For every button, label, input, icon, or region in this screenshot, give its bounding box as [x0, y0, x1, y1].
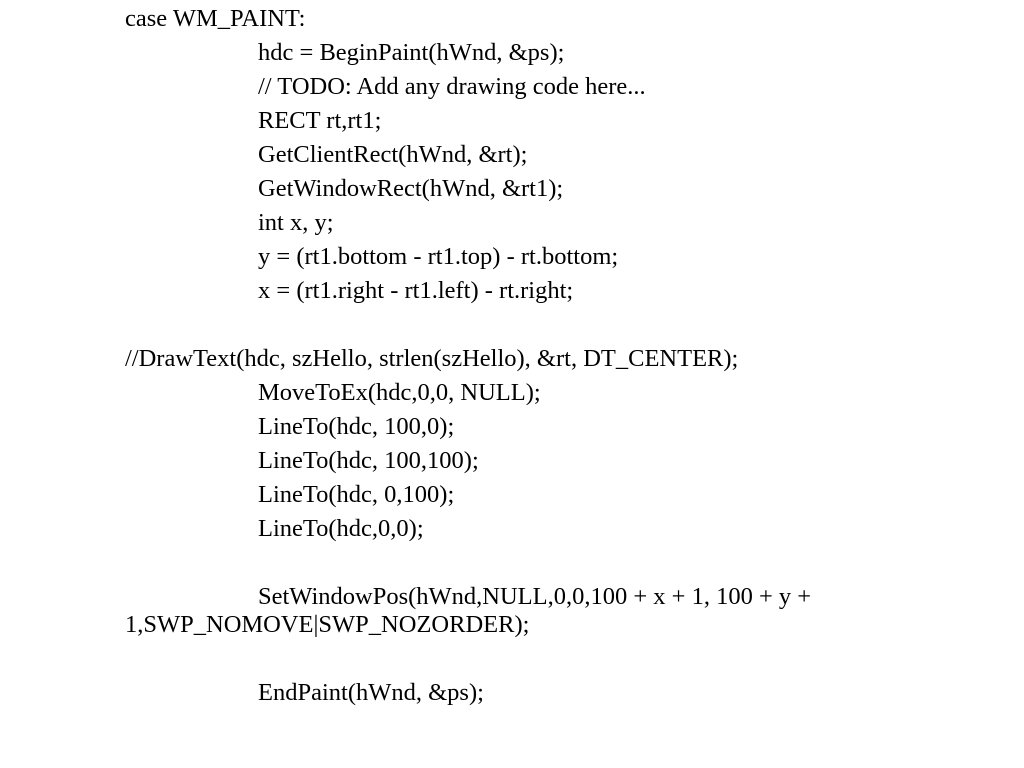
code-line-lineto-2: LineTo(hdc, 100,100);: [258, 447, 479, 474]
code-line-rect-decl: RECT rt,rt1;: [258, 107, 382, 134]
code-line-y-assign: y = (rt1.bottom - rt1.top) - rt.bottom;: [258, 243, 619, 270]
code-line-getwindowrect: GetWindowRect(hWnd, &rt1);: [258, 175, 564, 202]
code-line-int-decl: int x, y;: [258, 209, 334, 236]
code-line-lineto-1: LineTo(hdc, 100,0);: [258, 413, 455, 440]
code-line-endpaint: EndPaint(hWnd, &ps);: [258, 679, 484, 706]
code-line-todo-comment: // TODO: Add any drawing code here...: [258, 73, 646, 100]
code-line-x-assign: x = (rt1.right - rt1.left) - rt.right;: [258, 277, 574, 304]
code-line-setwindowpos-cont: 1,SWP_NOMOVE|SWP_NOZORDER);: [125, 611, 530, 638]
code-line-case: case WM_PAINT:: [125, 5, 306, 32]
code-line-drawtext-comment: //DrawText(hdc, szHello, strlen(szHello)…: [125, 345, 739, 372]
code-line-lineto-4: LineTo(hdc,0,0);: [258, 515, 424, 542]
code-line-getclientrect: GetClientRect(hWnd, &rt);: [258, 141, 528, 168]
code-line-beginpaint: hdc = BeginPaint(hWnd, &ps);: [258, 39, 565, 66]
code-line-lineto-3: LineTo(hdc, 0,100);: [258, 481, 455, 508]
code-line-setwindowpos: SetWindowPos(hWnd,NULL,0,0,100 + x + 1, …: [258, 583, 812, 610]
code-line-movetoex: MoveToEx(hdc,0,0, NULL);: [258, 379, 541, 406]
